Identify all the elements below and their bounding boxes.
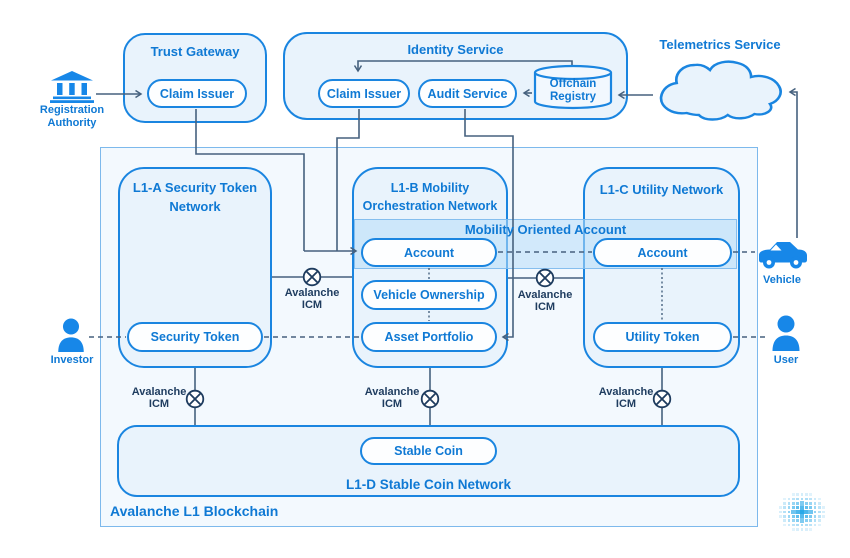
arrow-registry-to-claim-issuer — [358, 60, 573, 71]
trust-gateway-claim-issuer-pill: Claim Issuer — [147, 79, 247, 108]
audit-service-pill: Audit Service — [418, 79, 517, 108]
user-person-icon — [772, 315, 800, 351]
offchain-registry-label: Offchain Registry — [533, 78, 613, 104]
utility-token-pill: Utility Token — [593, 322, 732, 352]
offchain-registry-line2: Registry — [549, 91, 597, 103]
l1a-title: L1-A Security Token Network — [132, 180, 258, 214]
asset-portfolio-pill: Asset Portfolio — [361, 322, 497, 352]
l1b-title: L1-B Mobility Orchestration Network — [362, 181, 498, 214]
icm-symbol-icon — [420, 389, 440, 409]
cloud-icon — [659, 60, 782, 121]
icm-symbol-icon — [302, 267, 322, 287]
halftone-logo — [779, 492, 827, 536]
icm-label-line: Avalanche — [284, 287, 340, 299]
arrow-vehicle-to-cloud — [790, 92, 798, 238]
l1c-title: L1-C Utility Network — [599, 182, 724, 197]
avalanche-icm-label: Avalanche ICM — [352, 386, 432, 410]
icm-label-line: ICM — [534, 301, 556, 313]
l1d-title: L1-D Stable Coin Network — [345, 477, 512, 492]
line-is-claim-issuer-down — [336, 109, 360, 251]
avalanche-icm-label: Avalanche ICM — [272, 287, 352, 311]
icm-label-line: Avalanche — [131, 386, 187, 398]
dashed-connectors — [89, 251, 769, 338]
line-tg-claim-issuer-down — [195, 109, 305, 251]
icm-label-line: Avalanche — [598, 386, 654, 398]
vehicle-car-icon — [759, 242, 807, 269]
avalanche-icm-label: Avalanche ICM — [586, 386, 666, 410]
icm-symbol-icon — [652, 389, 672, 409]
telemetrics-service-title: Telemetrics Service — [659, 37, 781, 52]
avalanche-l1-blockchain-label: Avalanche L1 Blockchain — [110, 503, 279, 519]
registration-authority-label: Registration Authority — [39, 104, 105, 129]
avalanche-icm-label: Avalanche ICM — [119, 386, 199, 410]
vehicle-label: Vehicle — [763, 274, 801, 286]
icm-symbols — [185, 267, 672, 409]
mobility-oriented-account-label: Mobility Oriented Account — [464, 222, 627, 237]
stable-coin-pill: Stable Coin — [360, 437, 497, 465]
security-token-pill: Security Token — [127, 322, 263, 352]
vehicle-ownership-pill: Vehicle Ownership — [361, 280, 497, 310]
trust-gateway-box: Trust Gateway — [123, 33, 267, 123]
identity-service-title: Identity Service — [407, 42, 504, 57]
bank-icon — [50, 71, 94, 103]
icm-label-line: Avalanche — [517, 289, 573, 301]
dotted-connectors — [428, 268, 663, 321]
icm-label-line: ICM — [301, 299, 323, 311]
icm-symbol-icon — [185, 389, 205, 409]
avalanche-icm-label: Avalanche ICM — [505, 289, 585, 313]
investor-label: Investor — [50, 354, 94, 366]
trust-gateway-title: Trust Gateway — [150, 44, 240, 59]
arrow-audit-to-asset-portfolio — [464, 109, 514, 337]
offchain-registry-line1: Offchain — [549, 78, 597, 90]
l1c-account-pill: Account — [593, 238, 732, 267]
icm-symbol-icon — [535, 268, 555, 288]
l1b-account-pill: Account — [361, 238, 497, 267]
investor-person-icon — [58, 318, 84, 352]
icm-label-line: Avalanche — [364, 386, 420, 398]
identity-claim-issuer-pill: Claim Issuer — [318, 79, 410, 108]
icm-label-line: ICM — [148, 398, 170, 410]
icm-label-line: ICM — [381, 398, 403, 410]
database-cylinder-icon — [533, 64, 613, 110]
user-label: User — [773, 354, 799, 366]
icm-label-line: ICM — [615, 398, 637, 410]
